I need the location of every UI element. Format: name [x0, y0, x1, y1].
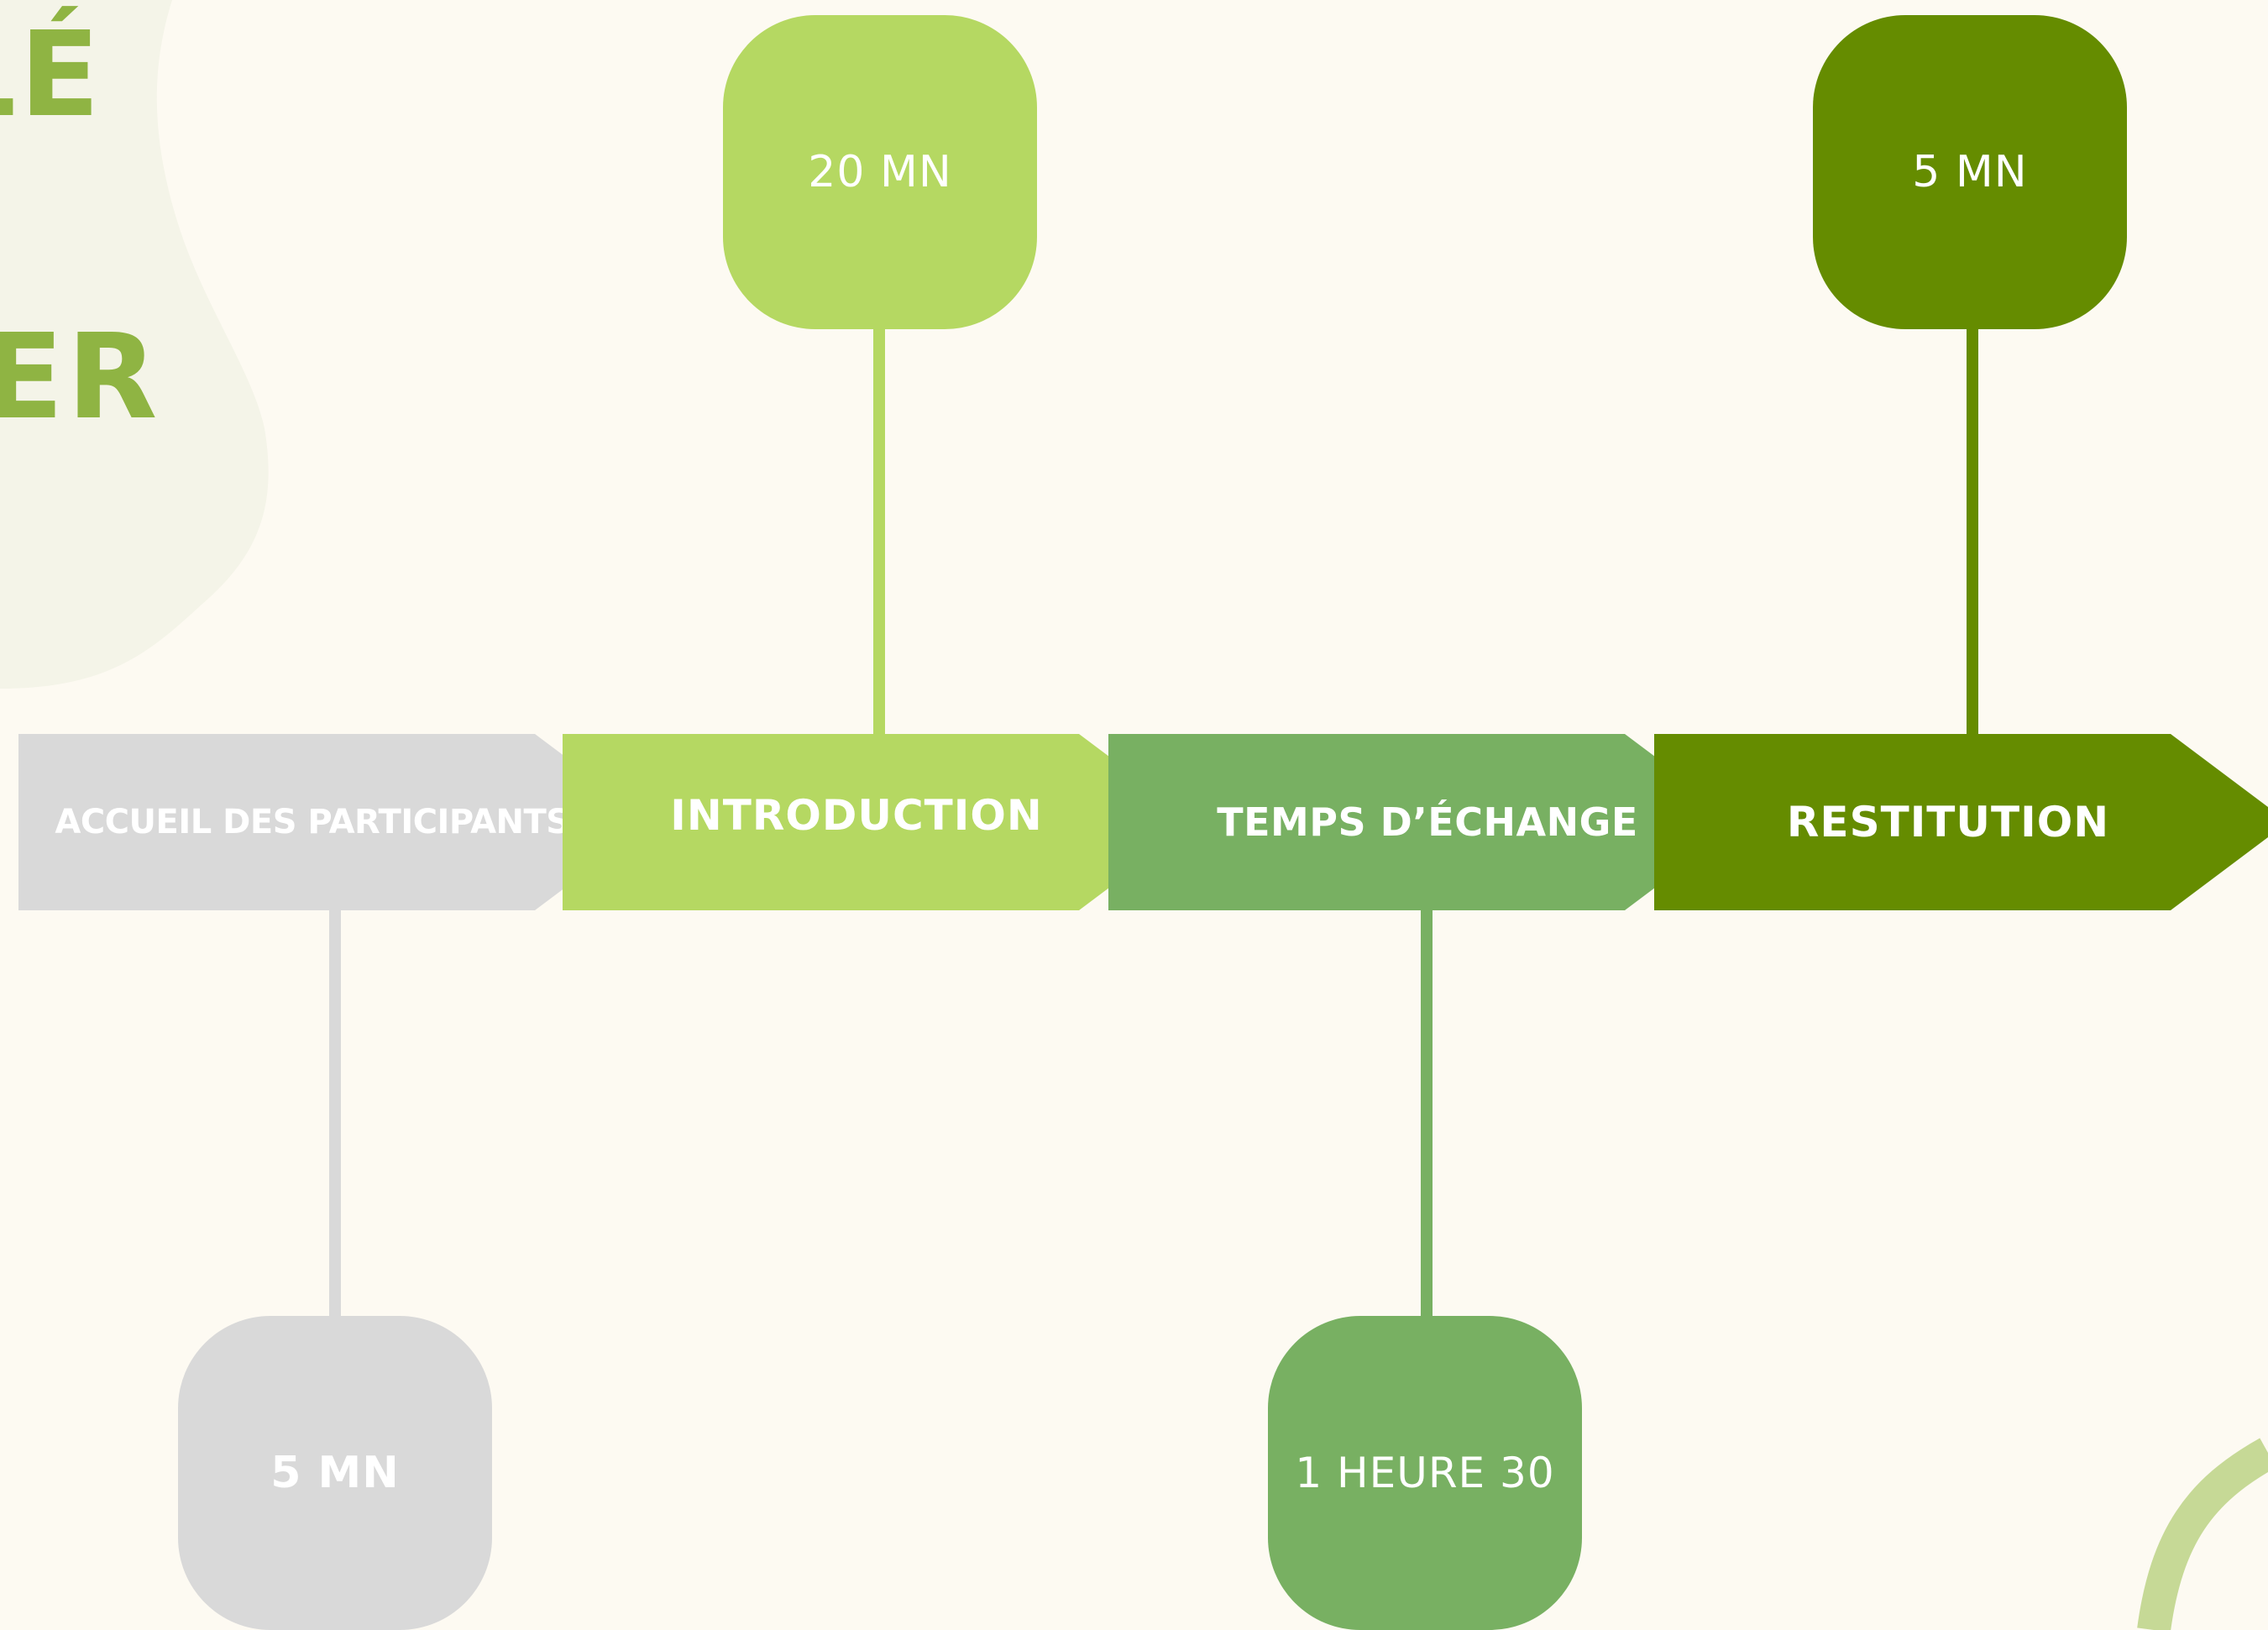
duration-box-introduction: 20 MN: [723, 15, 1037, 329]
step-label-introduction: INTRODUCTION: [670, 791, 1043, 840]
decorative-ring: [2137, 1438, 2268, 1630]
step-arrow-introduction: INTRODUCTION: [563, 734, 1197, 910]
duration-box-accueil: 5 MN: [178, 1316, 492, 1630]
connector-temps-echange: [1421, 910, 1433, 1318]
connector-introduction: [873, 324, 885, 736]
title-fragment-middle: ER: [0, 309, 161, 446]
title-fragment-top: LÉ: [0, 7, 103, 144]
step-arrow-restitution: RESTITUTION: [1654, 734, 2268, 910]
duration-box-temps-echange: 1 HEURE 30: [1268, 1316, 1582, 1630]
step-label-temps-echange: TEMPS D’ÉCHANGE: [1217, 799, 1638, 845]
background-blob: [0, 0, 269, 689]
step-arrow-accueil: ACCUEIL DES PARTICIPANTS: [18, 734, 652, 910]
duration-box-restitution: 5 MN: [1813, 15, 2127, 329]
connector-accueil: [329, 910, 341, 1318]
connector-restitution: [1967, 324, 1978, 736]
step-arrow-temps-echange: TEMPS D’ÉCHANGE: [1108, 734, 1742, 910]
step-label-accueil: ACCUEIL DES PARTICIPANTS: [55, 803, 570, 841]
step-label-restitution: RESTITUTION: [1786, 798, 2110, 846]
